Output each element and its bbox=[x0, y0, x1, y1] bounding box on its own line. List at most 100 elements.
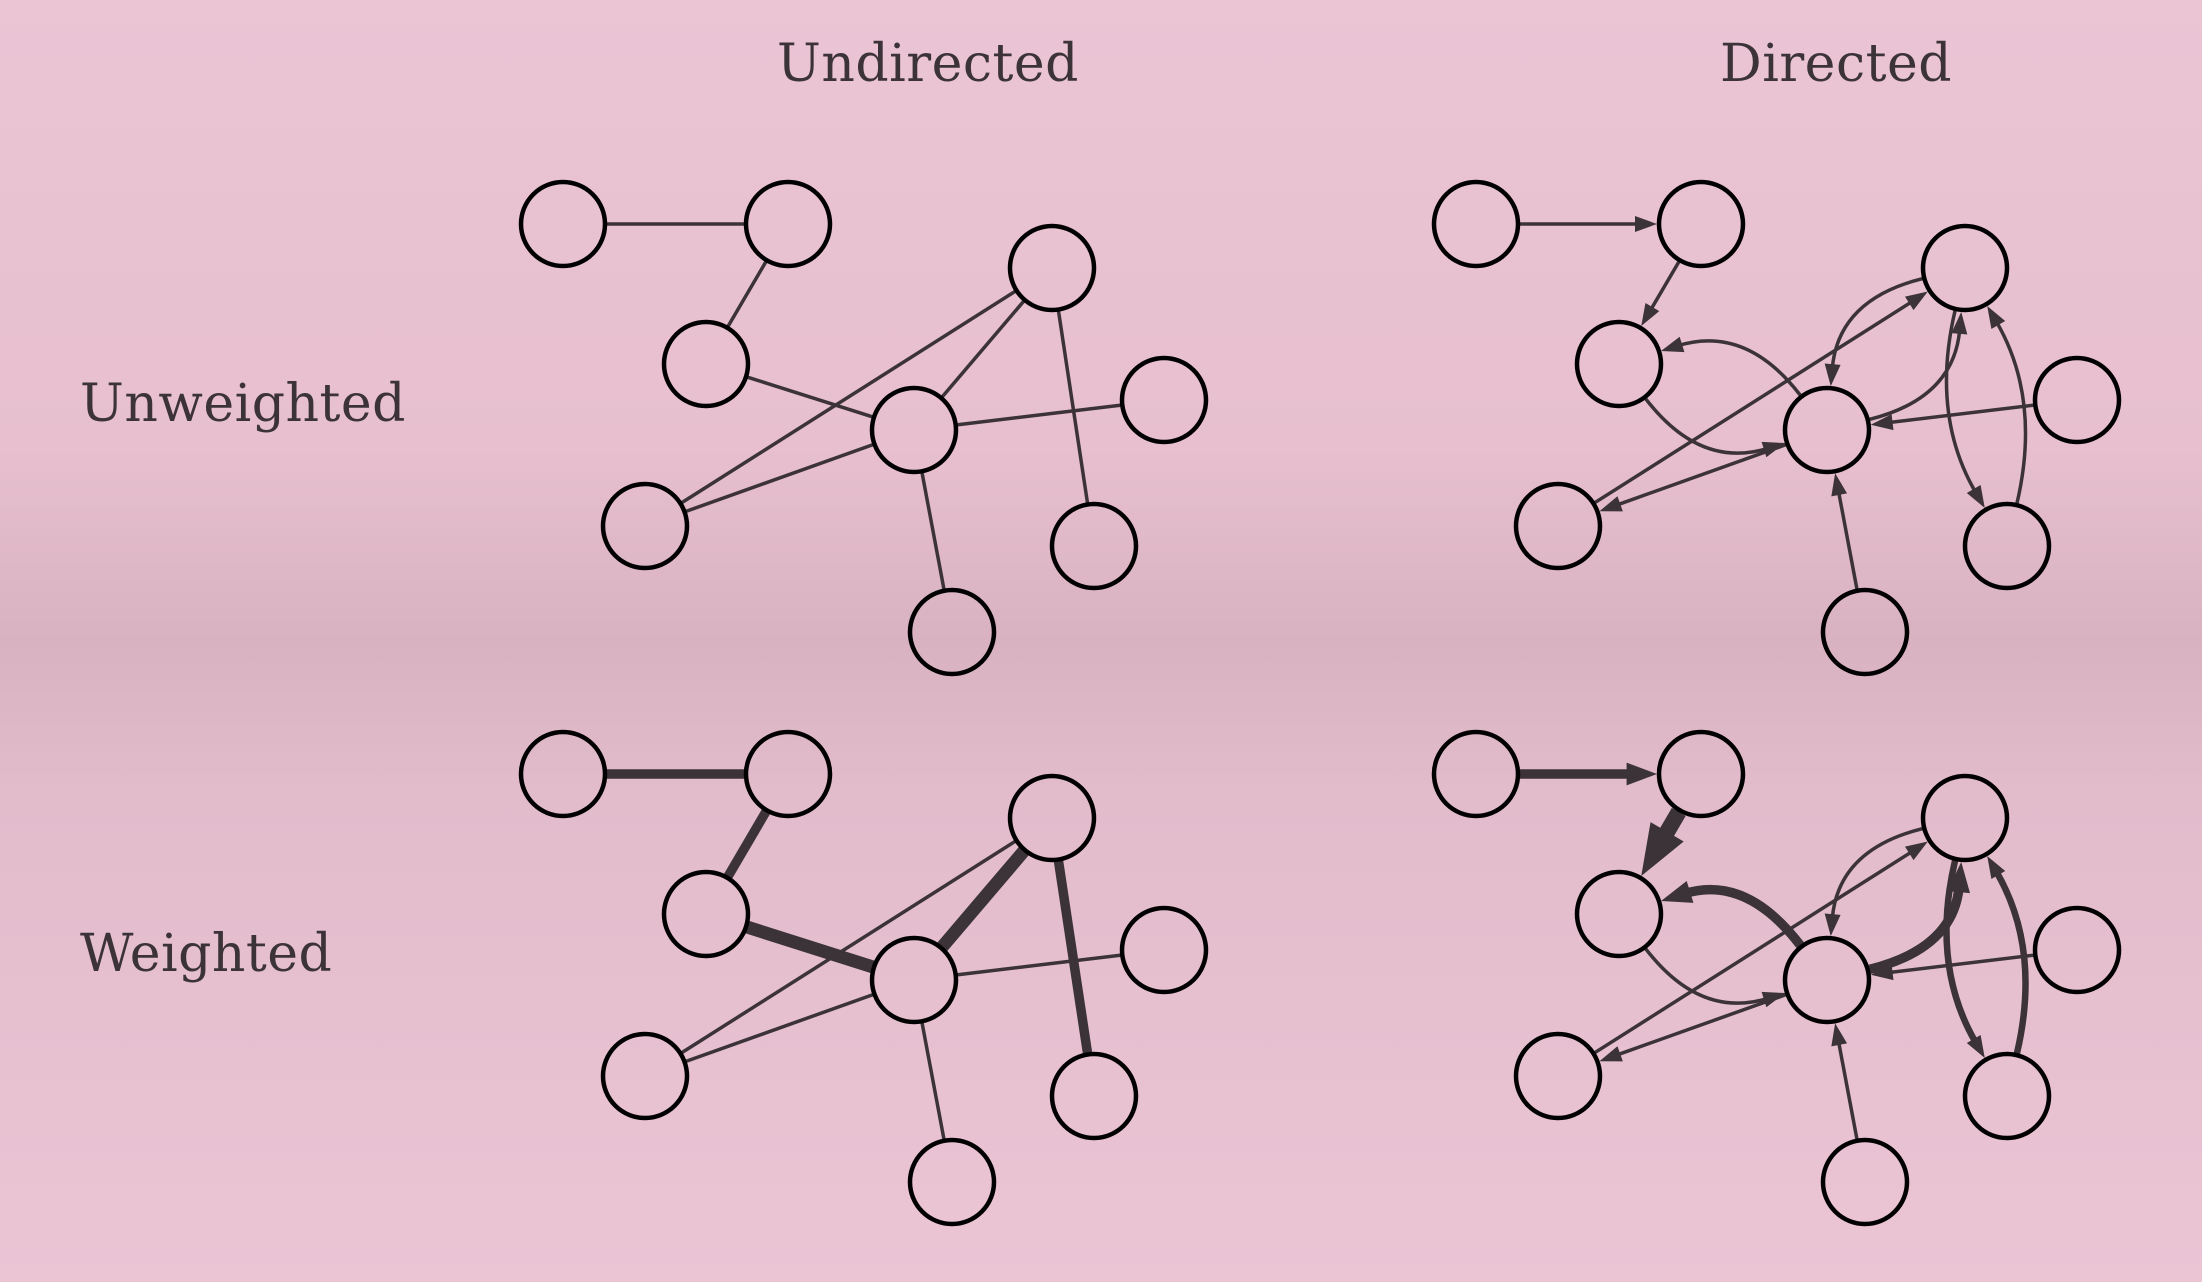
node-3 bbox=[600, 1031, 690, 1121]
node-8 bbox=[2032, 355, 2122, 445]
arrowhead-5-4 bbox=[1824, 363, 1841, 387]
node-3 bbox=[1513, 481, 1603, 571]
node-0 bbox=[1431, 729, 1521, 819]
node-5 bbox=[1007, 773, 1097, 863]
edge-5-7 bbox=[1053, 858, 1093, 1056]
node-2 bbox=[661, 869, 751, 959]
arrowhead-5-7 bbox=[1966, 1034, 1985, 1059]
weighted-undirected-panel bbox=[518, 729, 1209, 1227]
node-7 bbox=[1049, 501, 1139, 591]
node-7 bbox=[1049, 1051, 1139, 1141]
edge-2-4 bbox=[1644, 397, 1769, 455]
node-7 bbox=[1962, 1051, 2052, 1141]
edge-6-4 bbox=[1836, 1040, 1859, 1140]
edge-5-7 bbox=[1943, 860, 1979, 1045]
arrowhead-1-2 bbox=[1641, 303, 1660, 327]
edge-8-4 bbox=[1887, 953, 2034, 975]
column-header-undirected: Undirected bbox=[777, 34, 1079, 94]
arrowhead-7-5 bbox=[1987, 855, 2006, 880]
unweighted-directed-panel bbox=[1431, 179, 2122, 677]
node-1 bbox=[1656, 179, 1746, 269]
node-4 bbox=[869, 385, 959, 475]
arrowhead-4-2 bbox=[1661, 881, 1694, 903]
node-4 bbox=[1782, 935, 1872, 1025]
node-2 bbox=[1574, 319, 1664, 409]
edge-4-5 bbox=[939, 298, 1027, 400]
edge-3-5 bbox=[1594, 849, 1914, 1054]
node-6 bbox=[1820, 1137, 1910, 1227]
arrowhead-3-5 bbox=[1904, 841, 1928, 861]
node-4 bbox=[869, 935, 959, 1025]
node-8 bbox=[2032, 905, 2122, 995]
node-8 bbox=[1119, 905, 1209, 995]
column-header-directed: Directed bbox=[1720, 34, 1953, 94]
arrowhead-1-2 bbox=[1641, 822, 1684, 877]
node-4 bbox=[1782, 385, 1872, 475]
arrowhead-8-4 bbox=[1870, 964, 1894, 981]
node-1 bbox=[743, 729, 833, 819]
edge-5-7 bbox=[1944, 310, 1978, 494]
edge-6-4 bbox=[1836, 490, 1859, 590]
edge-2-4 bbox=[745, 375, 875, 419]
edge-2-4 bbox=[1644, 947, 1769, 1005]
row-header-weighted: Weighted bbox=[80, 924, 333, 984]
unweighted-undirected-panel bbox=[518, 179, 1209, 677]
edge-5-4 bbox=[1830, 826, 1923, 919]
node-0 bbox=[518, 179, 608, 269]
edge-3-4 bbox=[683, 992, 876, 1064]
arrowhead-3-5 bbox=[1904, 291, 1928, 311]
edge-4-5 bbox=[1868, 885, 1964, 974]
edge-3-5 bbox=[679, 839, 1018, 1055]
arrowhead-5-7 bbox=[1966, 484, 1985, 509]
weighted-directed-panel bbox=[1431, 729, 2122, 1227]
node-1 bbox=[1656, 729, 1746, 819]
node-7 bbox=[1962, 501, 2052, 591]
arrowhead-7-5 bbox=[1987, 305, 2006, 330]
node-3 bbox=[1513, 1031, 1603, 1121]
node-3 bbox=[600, 481, 690, 571]
edge-2-4 bbox=[744, 920, 876, 974]
node-0 bbox=[518, 729, 608, 819]
arrowhead-5-4 bbox=[1824, 913, 1841, 937]
arrowhead-0-1 bbox=[1635, 216, 1657, 232]
node-6 bbox=[907, 1137, 997, 1227]
edge-3-5 bbox=[679, 289, 1018, 505]
arrowhead-4-2 bbox=[1661, 336, 1685, 353]
edge-4-8 bbox=[955, 953, 1123, 977]
node-5 bbox=[1920, 773, 2010, 863]
arrowhead-6-4 bbox=[1831, 473, 1848, 497]
arrowhead-4-3 bbox=[1599, 496, 1623, 512]
edge-4-3 bbox=[1615, 993, 1787, 1057]
node-2 bbox=[661, 319, 751, 409]
edge-7-5 bbox=[1993, 869, 2029, 1054]
arrowhead-4-5 bbox=[1951, 311, 1968, 335]
edge-4-5 bbox=[1869, 329, 1962, 422]
arrowhead-8-4 bbox=[1870, 414, 1894, 431]
arrowhead-4-3 bbox=[1599, 1046, 1623, 1062]
node-5 bbox=[1007, 223, 1097, 313]
edge-4-6 bbox=[920, 1020, 946, 1142]
node-5 bbox=[1920, 223, 2010, 313]
edge-8-4 bbox=[1887, 403, 2034, 425]
edge-7-5 bbox=[1994, 320, 2028, 504]
arrowhead-6-4 bbox=[1831, 1023, 1848, 1047]
edge-1-2 bbox=[1648, 261, 1681, 312]
node-6 bbox=[907, 587, 997, 677]
node-0 bbox=[1431, 179, 1521, 269]
edge-5-7 bbox=[1056, 309, 1090, 505]
edge-4-8 bbox=[955, 403, 1123, 427]
node-1 bbox=[743, 179, 833, 269]
node-2 bbox=[1574, 869, 1664, 959]
edge-1-2 bbox=[723, 807, 771, 881]
edge-4-2 bbox=[1682, 884, 1804, 949]
edge-4-6 bbox=[920, 470, 946, 592]
edge-3-5 bbox=[1594, 299, 1914, 504]
node-8 bbox=[1119, 355, 1209, 445]
edge-3-4 bbox=[683, 442, 876, 514]
arrowhead-0-1 bbox=[1626, 762, 1657, 786]
edge-1-2 bbox=[725, 259, 769, 329]
edge-4-5 bbox=[936, 845, 1030, 953]
edge-4-3 bbox=[1615, 443, 1787, 507]
edge-5-4 bbox=[1830, 276, 1923, 369]
